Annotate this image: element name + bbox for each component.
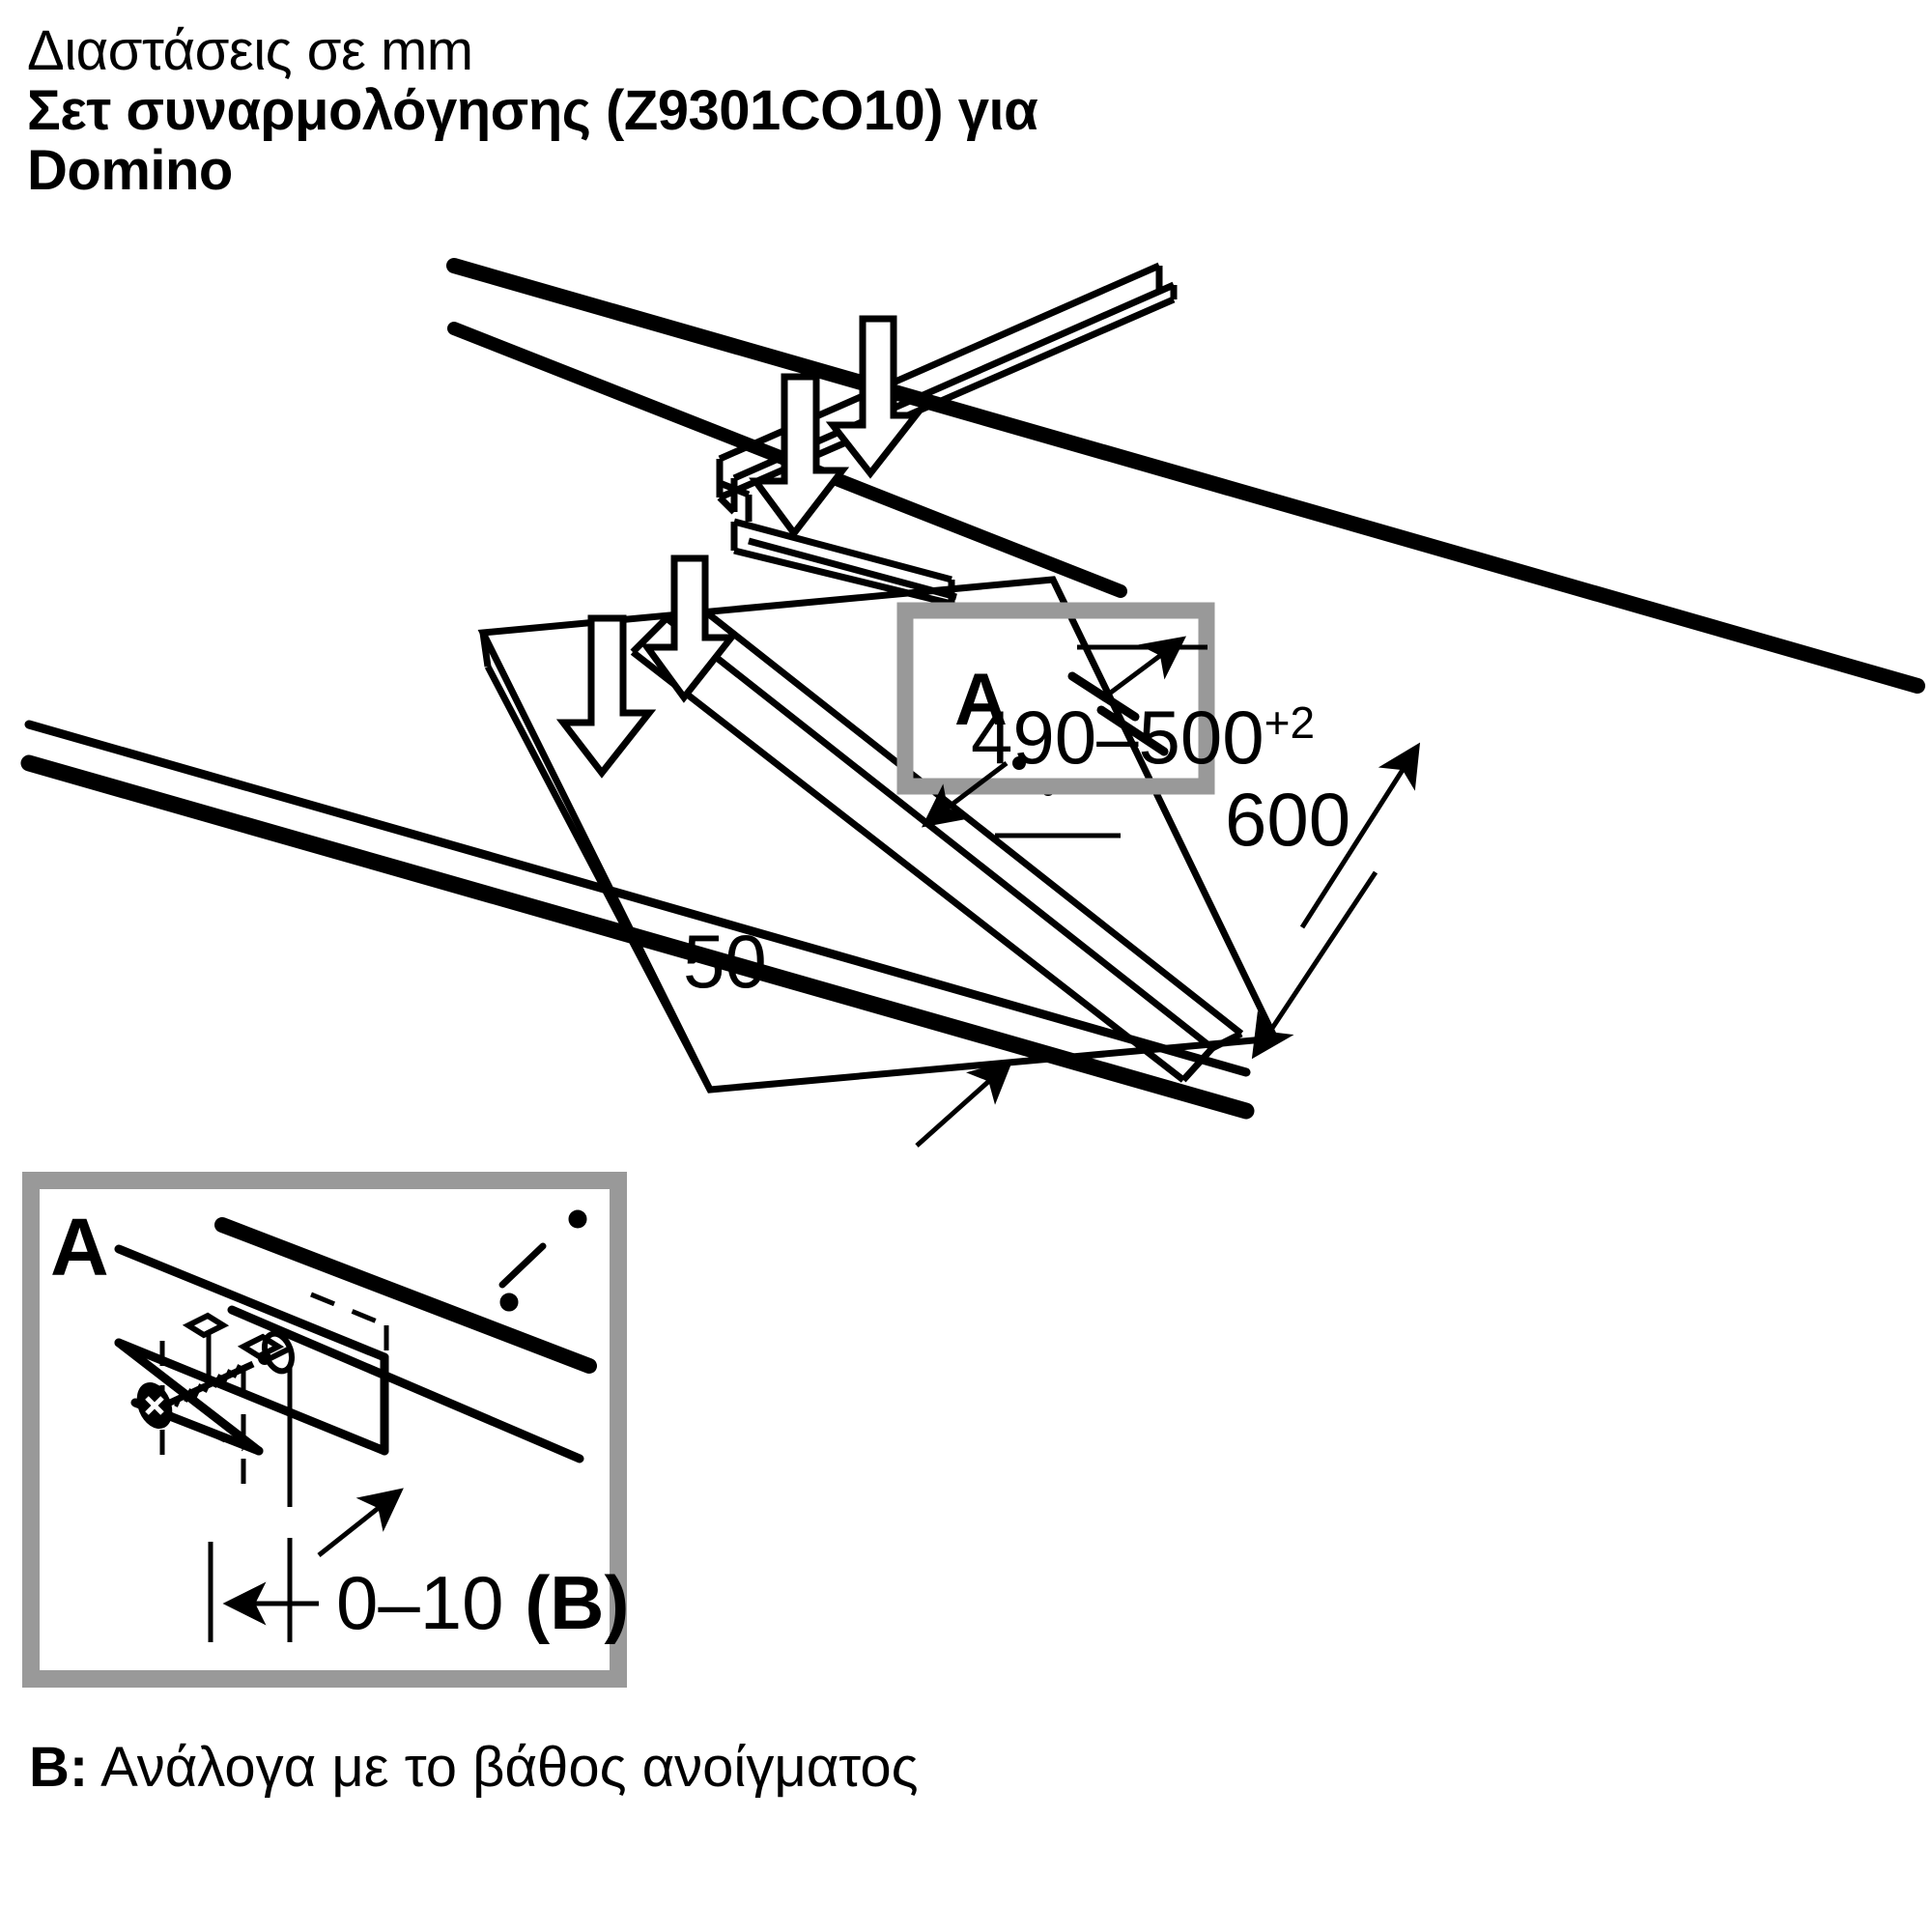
detail-screw-icon (136, 1351, 271, 1430)
exploded-mounting-rail (716, 262, 1178, 608)
dimension-label-worktop-depth: 600 (1225, 777, 1350, 862)
installed-rail (630, 600, 1244, 1083)
assembly-arrow-3 (640, 554, 739, 703)
dimension-label-cutout-width: 490–500+2 (971, 695, 1315, 780)
dimension-edge-distance (915, 1060, 1013, 1148)
footer-note: Β: Ανάλογα με το βάθος ανοίγματος (29, 1736, 919, 1799)
footer-note-key: Β: (29, 1736, 89, 1799)
footer-note-text: Ανάλογα με το βάθος ανοίγματος (100, 1736, 919, 1799)
worktop-back-edge (446, 258, 1925, 694)
detail-dimension-gap (208, 1488, 404, 1642)
detail-callout-box-a (896, 602, 1215, 795)
detail-worktop-surface (214, 1217, 597, 1374)
detail-centerline (498, 1209, 587, 1312)
dimension-cutout-width (922, 636, 1208, 838)
detail-callout-label-a: A (954, 659, 1008, 741)
assembly-arrow-1 (825, 315, 923, 479)
detail-clamp-tabs (182, 1312, 285, 1360)
product-title-line1: Σετ συναρμολόγησης (Z9301CO10) για (27, 79, 1038, 143)
assembly-arrow-4 (555, 614, 657, 779)
assembly-arrows (555, 315, 923, 779)
detail-view-drawing: 0–10 (B) (114, 1209, 629, 1645)
product-title-line2: Domino (27, 139, 233, 203)
title-block: Διαστάσεις σε mm Σετ συναρμολόγησης (Z93… (27, 19, 1862, 203)
worktop-assembly: A 490–500+2 600 50 (20, 258, 1925, 1148)
dimension-worktop-depth (1251, 742, 1421, 1060)
detail-projection-lines (206, 1333, 293, 1642)
detail-view-label: A (50, 1202, 109, 1293)
detail-view-a: A (22, 1172, 629, 1688)
assembly-arrow-2 (749, 373, 850, 539)
detail-washer-icon (261, 1330, 296, 1375)
detail-worktop-underside (227, 1305, 584, 1463)
detail-dimension-label: 0–10 (B) (336, 1560, 629, 1645)
units-label: Διαστάσεις σε mm (27, 19, 473, 82)
dimension-label-edge-distance: 50 (683, 919, 767, 1004)
